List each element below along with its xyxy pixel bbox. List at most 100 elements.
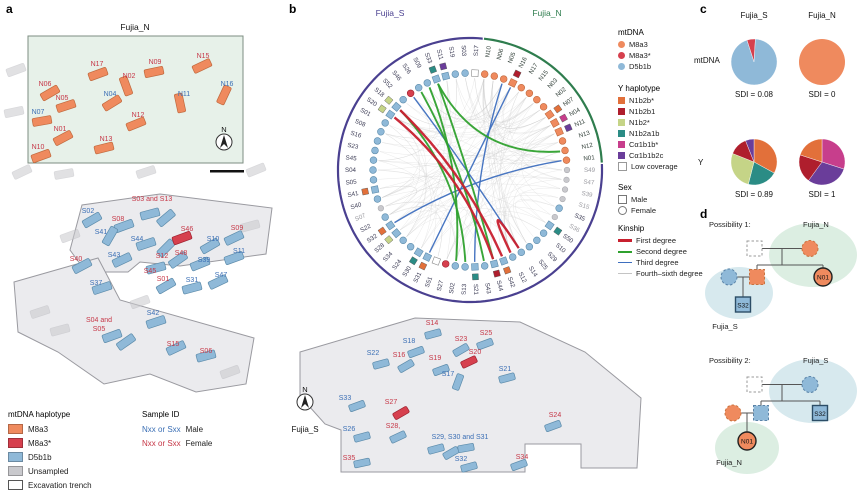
ring-label-S46: S46	[390, 69, 403, 82]
kinship-chord-fourth-sixth	[378, 83, 442, 161]
node-S27	[441, 260, 450, 268]
tomb-label: N06	[39, 81, 52, 88]
tomb-label: S42	[147, 310, 160, 317]
node-N16	[507, 78, 518, 88]
tomb	[116, 333, 136, 351]
node-S04	[369, 166, 377, 174]
ring-label-N06: N06	[496, 47, 506, 60]
tomb	[424, 328, 442, 340]
tomb	[216, 84, 232, 106]
kinship-chord-fourth-sixth	[400, 117, 546, 231]
ring-label-S11: S11	[435, 49, 445, 62]
node-N11	[554, 127, 564, 137]
legend-swatch	[618, 63, 625, 70]
ring-label-S41: S41	[347, 190, 360, 199]
kinship-chord-fourth-sixth	[389, 125, 426, 237]
kinship-chord-fourth-sixth	[455, 151, 561, 261]
tomb-label: S27	[385, 399, 398, 406]
y-haplotype-mark-S44	[492, 269, 501, 278]
kinship-chord-fourth-sixth	[429, 194, 558, 253]
ring-label-N02: N02	[555, 86, 569, 99]
ring-label-S26: S26	[400, 62, 412, 76]
kinship-chord-fourth-sixth	[421, 91, 527, 124]
tomb	[101, 225, 119, 247]
node-S30	[413, 247, 424, 258]
ring-label-S27: S27	[436, 279, 446, 292]
node-S03	[461, 69, 469, 77]
tomb-label: S06	[200, 348, 213, 355]
kinship-chord-fourth-sixth	[394, 79, 485, 129]
node-S14	[517, 248, 526, 257]
node-S43	[480, 262, 489, 270]
kinship-chord-fourth-sixth	[394, 133, 555, 223]
tomb	[30, 149, 52, 163]
tomb	[165, 340, 187, 356]
node-S17	[471, 69, 479, 77]
sdi-y-fujia-n: SDI = 1	[808, 190, 836, 199]
kinship-chord-fourth-sixth	[394, 109, 540, 136]
kinship-chord-fourth-sixth	[413, 87, 511, 122]
ring-label-S09: S09	[411, 56, 422, 69]
legend-swatch	[618, 41, 625, 48]
p1-s32-individual	[734, 296, 752, 313]
node-S35	[555, 204, 563, 212]
tomb-label: S48	[175, 250, 188, 257]
kinship-chord-fourth-sixth	[446, 214, 540, 260]
tomb	[207, 274, 229, 290]
tomb	[55, 99, 77, 113]
pie-col-header-fujia-n: Fujia_N	[808, 11, 836, 20]
p1-n01-label: N01	[817, 275, 829, 282]
tomb-label: S04 and	[86, 317, 112, 324]
node-S25	[525, 243, 534, 251]
kinship-chord-third	[473, 83, 503, 262]
legend-swatch	[618, 141, 625, 148]
tomb-label: S19	[429, 355, 442, 362]
legend-swatch	[618, 162, 627, 171]
tomb	[143, 66, 165, 78]
kinship-chord-second	[437, 83, 561, 153]
p1-unknown-father	[746, 240, 763, 257]
node-S39	[561, 186, 569, 193]
legend-y-item: N1b2*	[618, 117, 678, 128]
node-N01	[562, 156, 571, 164]
kinship-chord-fourth-sixth	[385, 97, 527, 207]
pie-slice-d5b1b	[730, 38, 778, 86]
ring-label-N15: N15	[537, 69, 550, 83]
tomb	[125, 116, 147, 132]
ring-label-S15: S15	[578, 201, 591, 211]
tomb	[498, 372, 516, 384]
kinship-chord-fourth-sixth	[421, 87, 511, 121]
tomb-label: S40	[70, 256, 83, 263]
kinship-chord-fourth-sixth	[382, 87, 511, 198]
node-S41	[370, 185, 380, 194]
tomb	[171, 231, 193, 245]
tomb-label: S11	[233, 248, 245, 255]
kinship-chord-fourth-sixth	[406, 103, 534, 129]
group-label-fujia-s: Fujia_S	[376, 8, 405, 18]
kinship-chord-fourth-sixth	[389, 109, 540, 215]
legend-swatch	[618, 250, 632, 253]
legend-kinship-item: Third degree	[618, 257, 703, 268]
tomb	[476, 338, 494, 350]
tomb-label: S22	[367, 350, 380, 357]
tomb	[139, 207, 161, 221]
tomb	[460, 461, 478, 473]
kinship-chord-fourth-sixth	[465, 78, 558, 145]
tomb-label: S32	[455, 456, 468, 463]
ring-label-S29: S29	[546, 251, 559, 264]
pie-slice-m8a3	[799, 39, 845, 85]
legend-swatch	[8, 480, 23, 490]
tomb	[31, 115, 53, 127]
p2-fujia-s-mother	[801, 376, 819, 393]
legend-item-unsampled: Unsampled	[8, 464, 136, 478]
kinship-chord-fourth-sixth	[483, 79, 527, 243]
tomb	[102, 94, 122, 112]
y-haplotype-mark-S30	[408, 256, 418, 266]
legend-swatch	[8, 424, 23, 434]
ring-label-S07: S07	[354, 212, 367, 223]
ring-label-N10: N10	[484, 45, 493, 58]
